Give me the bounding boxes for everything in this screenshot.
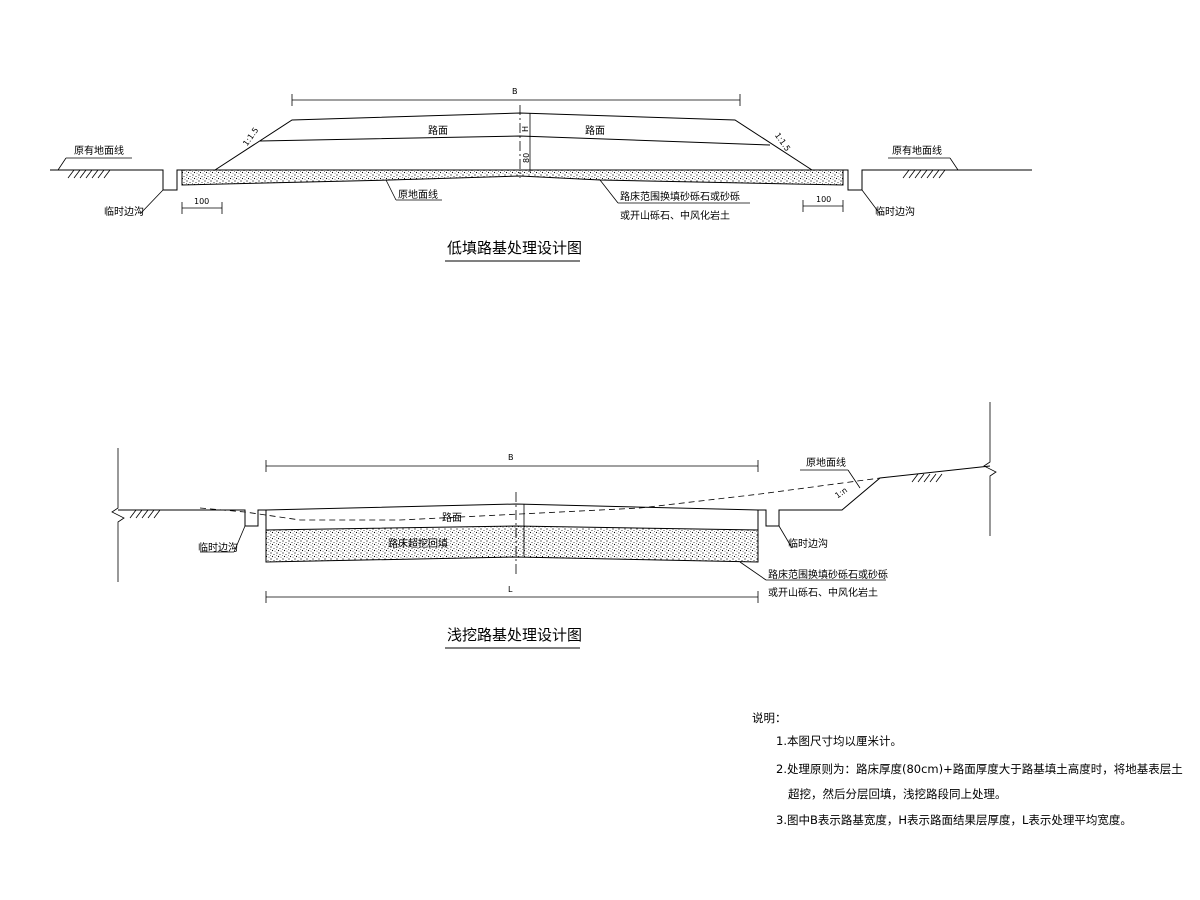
fill-embankment-outline [214, 112, 813, 171]
notes-line-2: 2.处理原则为：路床厚度(80cm)+路面厚度大于路基填土高度时，将地基表层土 [776, 762, 1183, 776]
fill-slope-left-label: 1:1.5 [241, 126, 260, 148]
notes-heading: 说明： [752, 711, 787, 725]
fill-ground-right-label: 原有地面线 [892, 144, 942, 157]
fill-dim-80-label: 80 [522, 153, 531, 163]
cut-dim-l-label: L [508, 585, 513, 594]
cut-ditch-left-label: 临时边沟 [198, 541, 238, 554]
cut-original-ground-label: 原地面线 [806, 456, 846, 469]
fill-ground-left [50, 169, 182, 191]
cut-ground-hatch-right [911, 473, 943, 483]
cut-ground-hatch-left [129, 509, 161, 519]
cut-break-right [983, 402, 997, 536]
cut-backfill-label: 路床超挖回填 [388, 537, 448, 550]
cut-ditch-right-label: 临时边沟 [788, 537, 828, 550]
fill-pavement-right-label: 路面 [585, 124, 605, 137]
fill-section: B H 80 路面 路面 1:1.5 1:1.5 原有地面线 原有地面线 临时边… [50, 87, 1032, 262]
cut-pavement-label: 路面 [442, 511, 462, 524]
fill-dim-b-label: B [512, 87, 518, 96]
cut-gravel-layer [265, 525, 759, 563]
fill-original-ground-label: 原地面线 [398, 188, 438, 201]
cut-replace-label-2: 或开山砾石、中风化岩土 [768, 586, 878, 599]
fill-ground-left-label: 原有地面线 [74, 144, 124, 157]
cut-section: B L 路面 路床超挖回填 原地面线 1:n 临时边沟 临时边沟 路床范围换填砂… [111, 402, 997, 649]
fill-pavement-left-label: 路面 [428, 124, 448, 137]
notes: 说明： 1.本图尺寸均以厘米计。 2.处理原则为：路床厚度(80cm)+路面厚度… [752, 711, 1183, 827]
ground-hatch-left [67, 169, 111, 179]
cut-slope-label: 1:n [833, 486, 849, 501]
notes-line-2b: 超挖，然后分层回填，浅挖路段同上处理。 [788, 787, 1007, 801]
cut-replace-label-1: 路床范围换填砂砾石或砂砾 [768, 568, 888, 581]
cut-break-left [111, 448, 125, 582]
fill-gravel-layer [181, 169, 844, 186]
fill-pavement-bottom [259, 135, 771, 146]
fill-dim-right-100: 100 [816, 195, 831, 204]
fill-dim-left-100: 100 [194, 197, 209, 206]
fill-ground-right [843, 169, 1032, 191]
notes-line-3: 3.图中B表示路基宽度，H表示路面结果层厚度，L表示处理平均宽度。 [776, 813, 1132, 827]
fill-ditch-left-label: 临时边沟 [104, 205, 144, 218]
fill-dim-h-label: H [521, 126, 530, 132]
notes-line-1: 1.本图尺寸均以厘米计。 [776, 734, 902, 748]
ground-hatch-right [902, 169, 946, 179]
cut-dim-b-label: B [508, 453, 514, 462]
cut-original-ground-line [199, 477, 881, 521]
fill-replace-label-2: 或开山砾石、中风化岩土 [620, 209, 730, 222]
fill-section-title: 低填路基处理设计图 [447, 239, 582, 257]
cut-section-title: 浅挖路基处理设计图 [447, 626, 582, 644]
fill-replace-label-1: 路床范围换填砂砾石或砂砾 [620, 190, 740, 203]
cut-ground-right [758, 465, 991, 527]
cut-pavement-top [265, 503, 759, 511]
fill-slope-right-label: 1:1.5 [773, 131, 792, 153]
fill-ditch-right-label: 临时边沟 [875, 205, 915, 218]
